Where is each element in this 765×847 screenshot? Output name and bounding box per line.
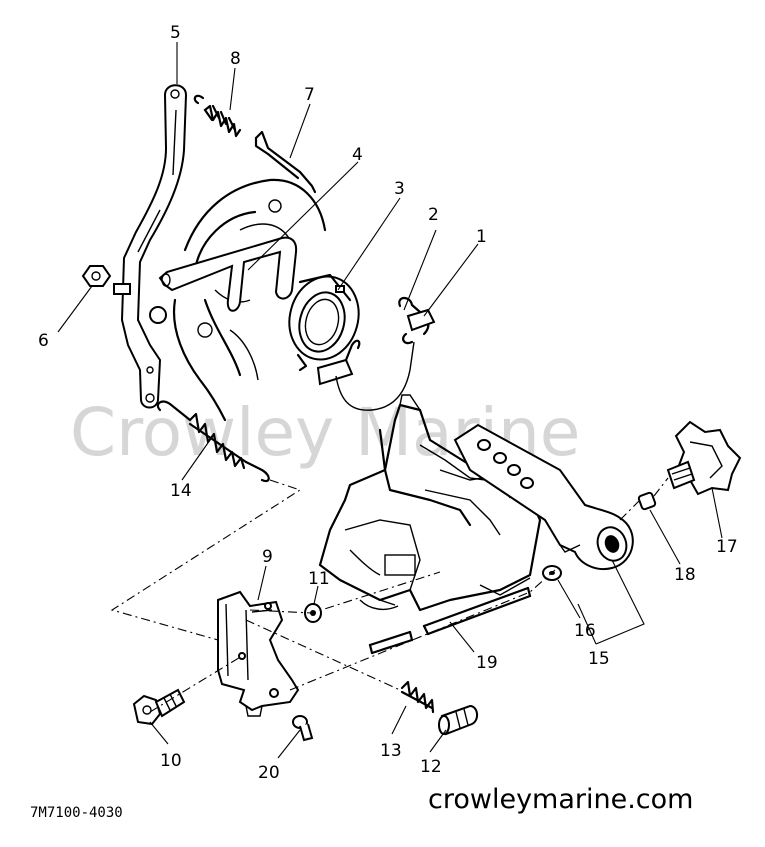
callout-5: 5 (170, 23, 181, 43)
callout-17: 17 (716, 537, 738, 557)
callout-3: 3 (394, 179, 405, 199)
part-20-screw (292, 715, 314, 742)
callout-13: 13 (380, 741, 402, 761)
part-12-screw (438, 704, 478, 736)
callout-9: 9 (262, 547, 273, 567)
part-5-arm (120, 84, 188, 409)
part-15-adjust-arm (453, 423, 634, 570)
part-7-link-rod (254, 130, 317, 194)
callout-20: 20 (258, 763, 280, 783)
part-10-bolt (132, 688, 186, 726)
leader-lines (57, 42, 723, 759)
callout-2: 2 (428, 205, 439, 225)
part-14-long-spring (156, 400, 270, 483)
callout-11: 11 (308, 569, 330, 589)
callout-7: 7 (304, 85, 315, 105)
assembly-lines (110, 477, 669, 713)
part-18-sleeve (637, 491, 657, 511)
callout-19: 19 (476, 653, 498, 673)
callout-labels: 1 2 3 4 5 6 7 8 9 10 11 12 13 14 15 16 1… (38, 23, 738, 783)
callout-18: 18 (674, 565, 696, 585)
callout-1: 1 (476, 227, 487, 247)
part-9-bracket (217, 590, 300, 717)
callout-4: 4 (352, 145, 363, 165)
callout-10: 10 (160, 751, 182, 771)
part-8-spring (193, 94, 242, 138)
gearcase-body (318, 394, 542, 612)
part-19-rod (368, 586, 532, 655)
callout-8: 8 (230, 49, 241, 69)
part-6-nut (81, 265, 167, 324)
drawing-code: 7M7100-4030 (30, 805, 123, 821)
part-4-shift-rod (158, 236, 298, 312)
part-13-spring (400, 680, 435, 714)
callout-14: 14 (170, 481, 192, 501)
callout-12: 12 (420, 757, 442, 777)
part-1-2-clips (316, 296, 436, 411)
callout-16: 16 (574, 621, 596, 641)
part-3-collar (288, 273, 360, 372)
callout-6: 6 (38, 331, 49, 351)
callout-15: 15 (588, 649, 610, 669)
part-17-knob (666, 420, 742, 496)
source-url: crowleymarine.com (428, 784, 693, 815)
